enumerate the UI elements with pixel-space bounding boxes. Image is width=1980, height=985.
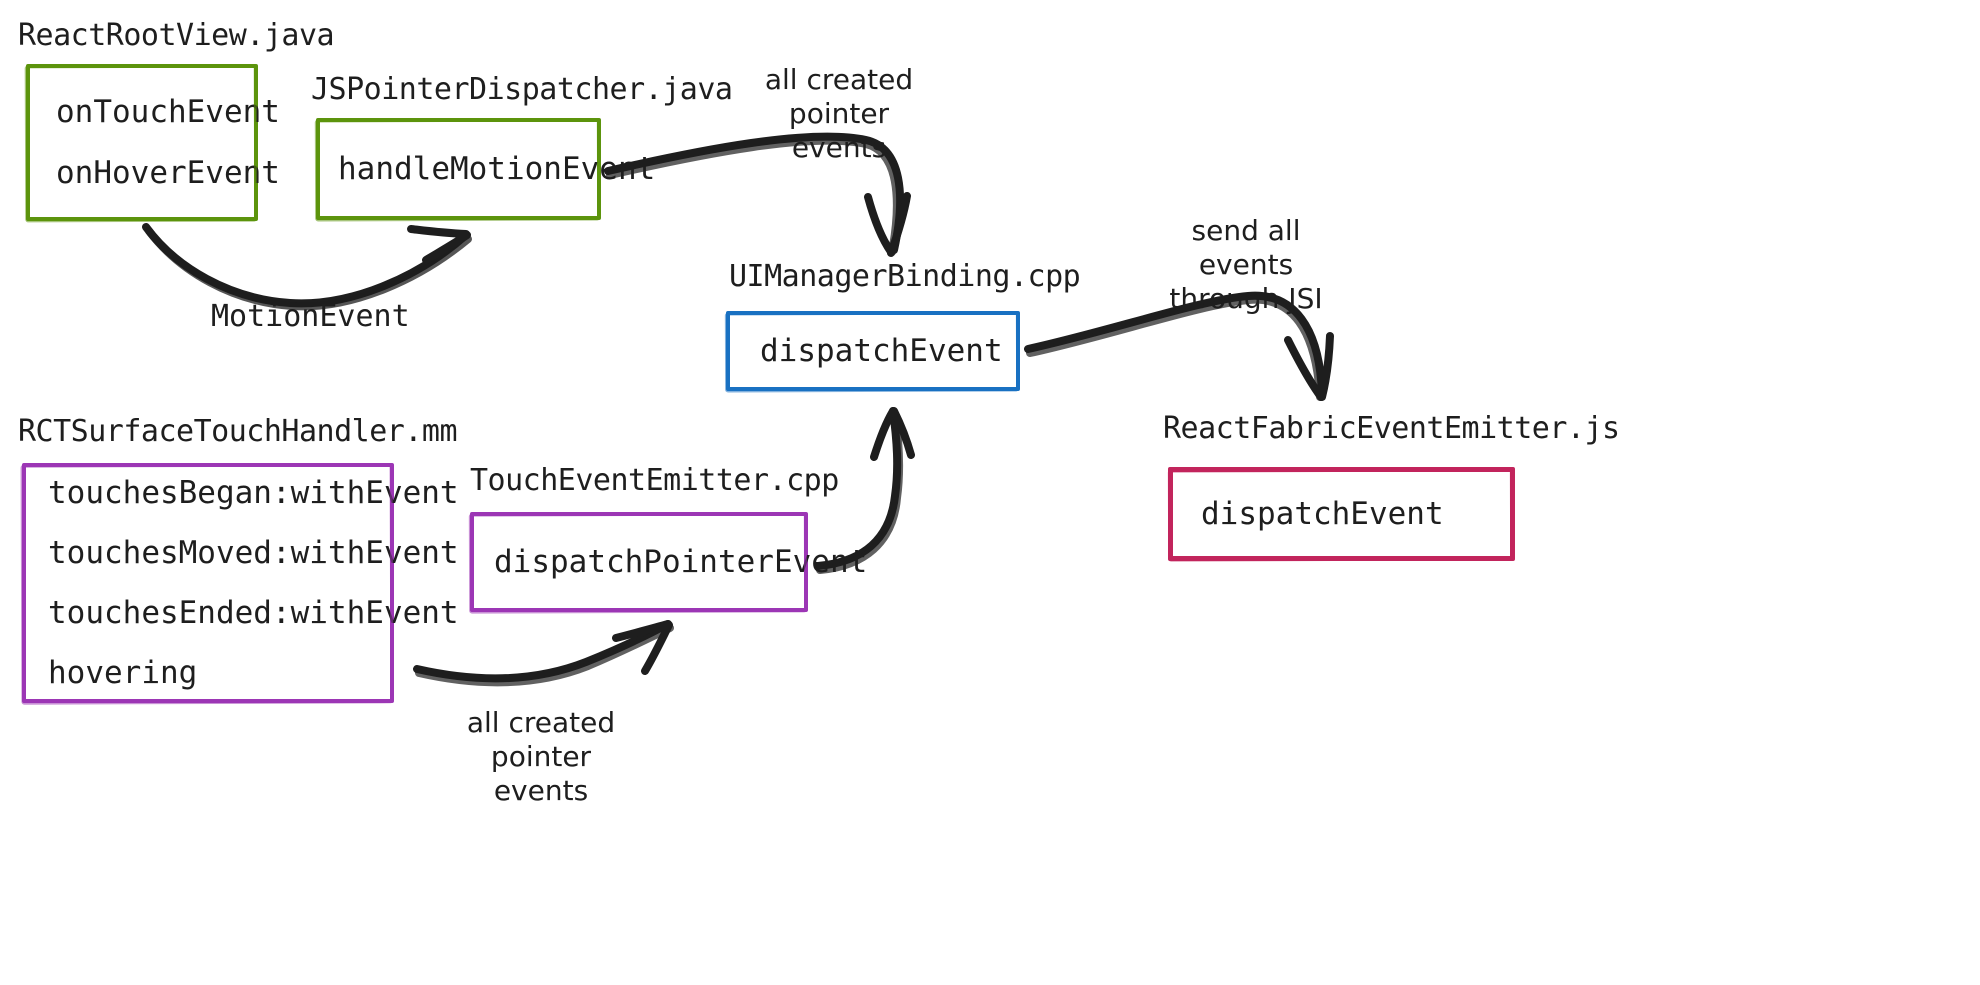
node-line-dispatch-pointer-event: dispatchPointerEvent [494, 543, 868, 580]
edge-label-motion-event: MotionEvent [211, 299, 410, 334]
node-line-touches-ended: touchesEnded:withEvent [48, 594, 459, 631]
file-label-touch-event-emitter: TouchEventEmitter.cpp [470, 463, 839, 498]
file-label-react-fabric-event-emitter: ReactFabricEventEmitter.js [1163, 411, 1620, 446]
edge-label-send-all-events-through-jsi: send all events through JSI [1169, 214, 1323, 316]
file-label-js-pointer-dispatcher: JSPointerDispatcher.java [311, 72, 733, 107]
arrow-all-created-pointer-events-bottom [413, 620, 674, 687]
edge-label-all-created-pointer-events-top: all created pointer events [764, 63, 914, 165]
node-line-on-hover-event: onHoverEvent [56, 154, 280, 191]
node-touch-event-emitter[interactable]: dispatchPointerEvent [470, 512, 868, 612]
node-line-on-touch-event: onTouchEvent [56, 93, 280, 130]
node-line-touches-moved: touchesMoved:withEvent [48, 534, 459, 571]
file-label-rct-surface-touch-handler: RCTSurfaceTouchHandler.mm [18, 414, 458, 449]
arrow-motion-event [142, 223, 472, 311]
node-line-dispatch-event-js: dispatchEvent [1201, 495, 1444, 532]
node-line-touches-began: touchesBegan:withEvent [48, 474, 459, 511]
node-ui-manager-binding[interactable]: dispatchEvent [726, 311, 1020, 391]
node-react-fabric-event-emitter[interactable]: dispatchEvent [1168, 467, 1515, 561]
node-rct-surface-touch-handler[interactable]: touchesBegan:withEvent touchesMoved:with… [22, 463, 459, 703]
node-line-hovering: hovering [48, 654, 198, 691]
node-line-dispatch-event-cpp: dispatchEvent [760, 332, 1003, 369]
file-label-react-root-view: ReactRootView.java [18, 18, 335, 53]
node-js-pointer-dispatcher[interactable]: handleMotionEvent [316, 118, 656, 220]
node-line-handle-motion-event: handleMotionEvent [338, 150, 656, 187]
node-react-root-view[interactable]: onTouchEvent onHoverEvent [26, 64, 280, 221]
file-label-ui-manager-binding: UIManagerBinding.cpp [729, 259, 1081, 294]
edge-label-all-created-pointer-events-bottom: all created pointer events [466, 706, 616, 808]
